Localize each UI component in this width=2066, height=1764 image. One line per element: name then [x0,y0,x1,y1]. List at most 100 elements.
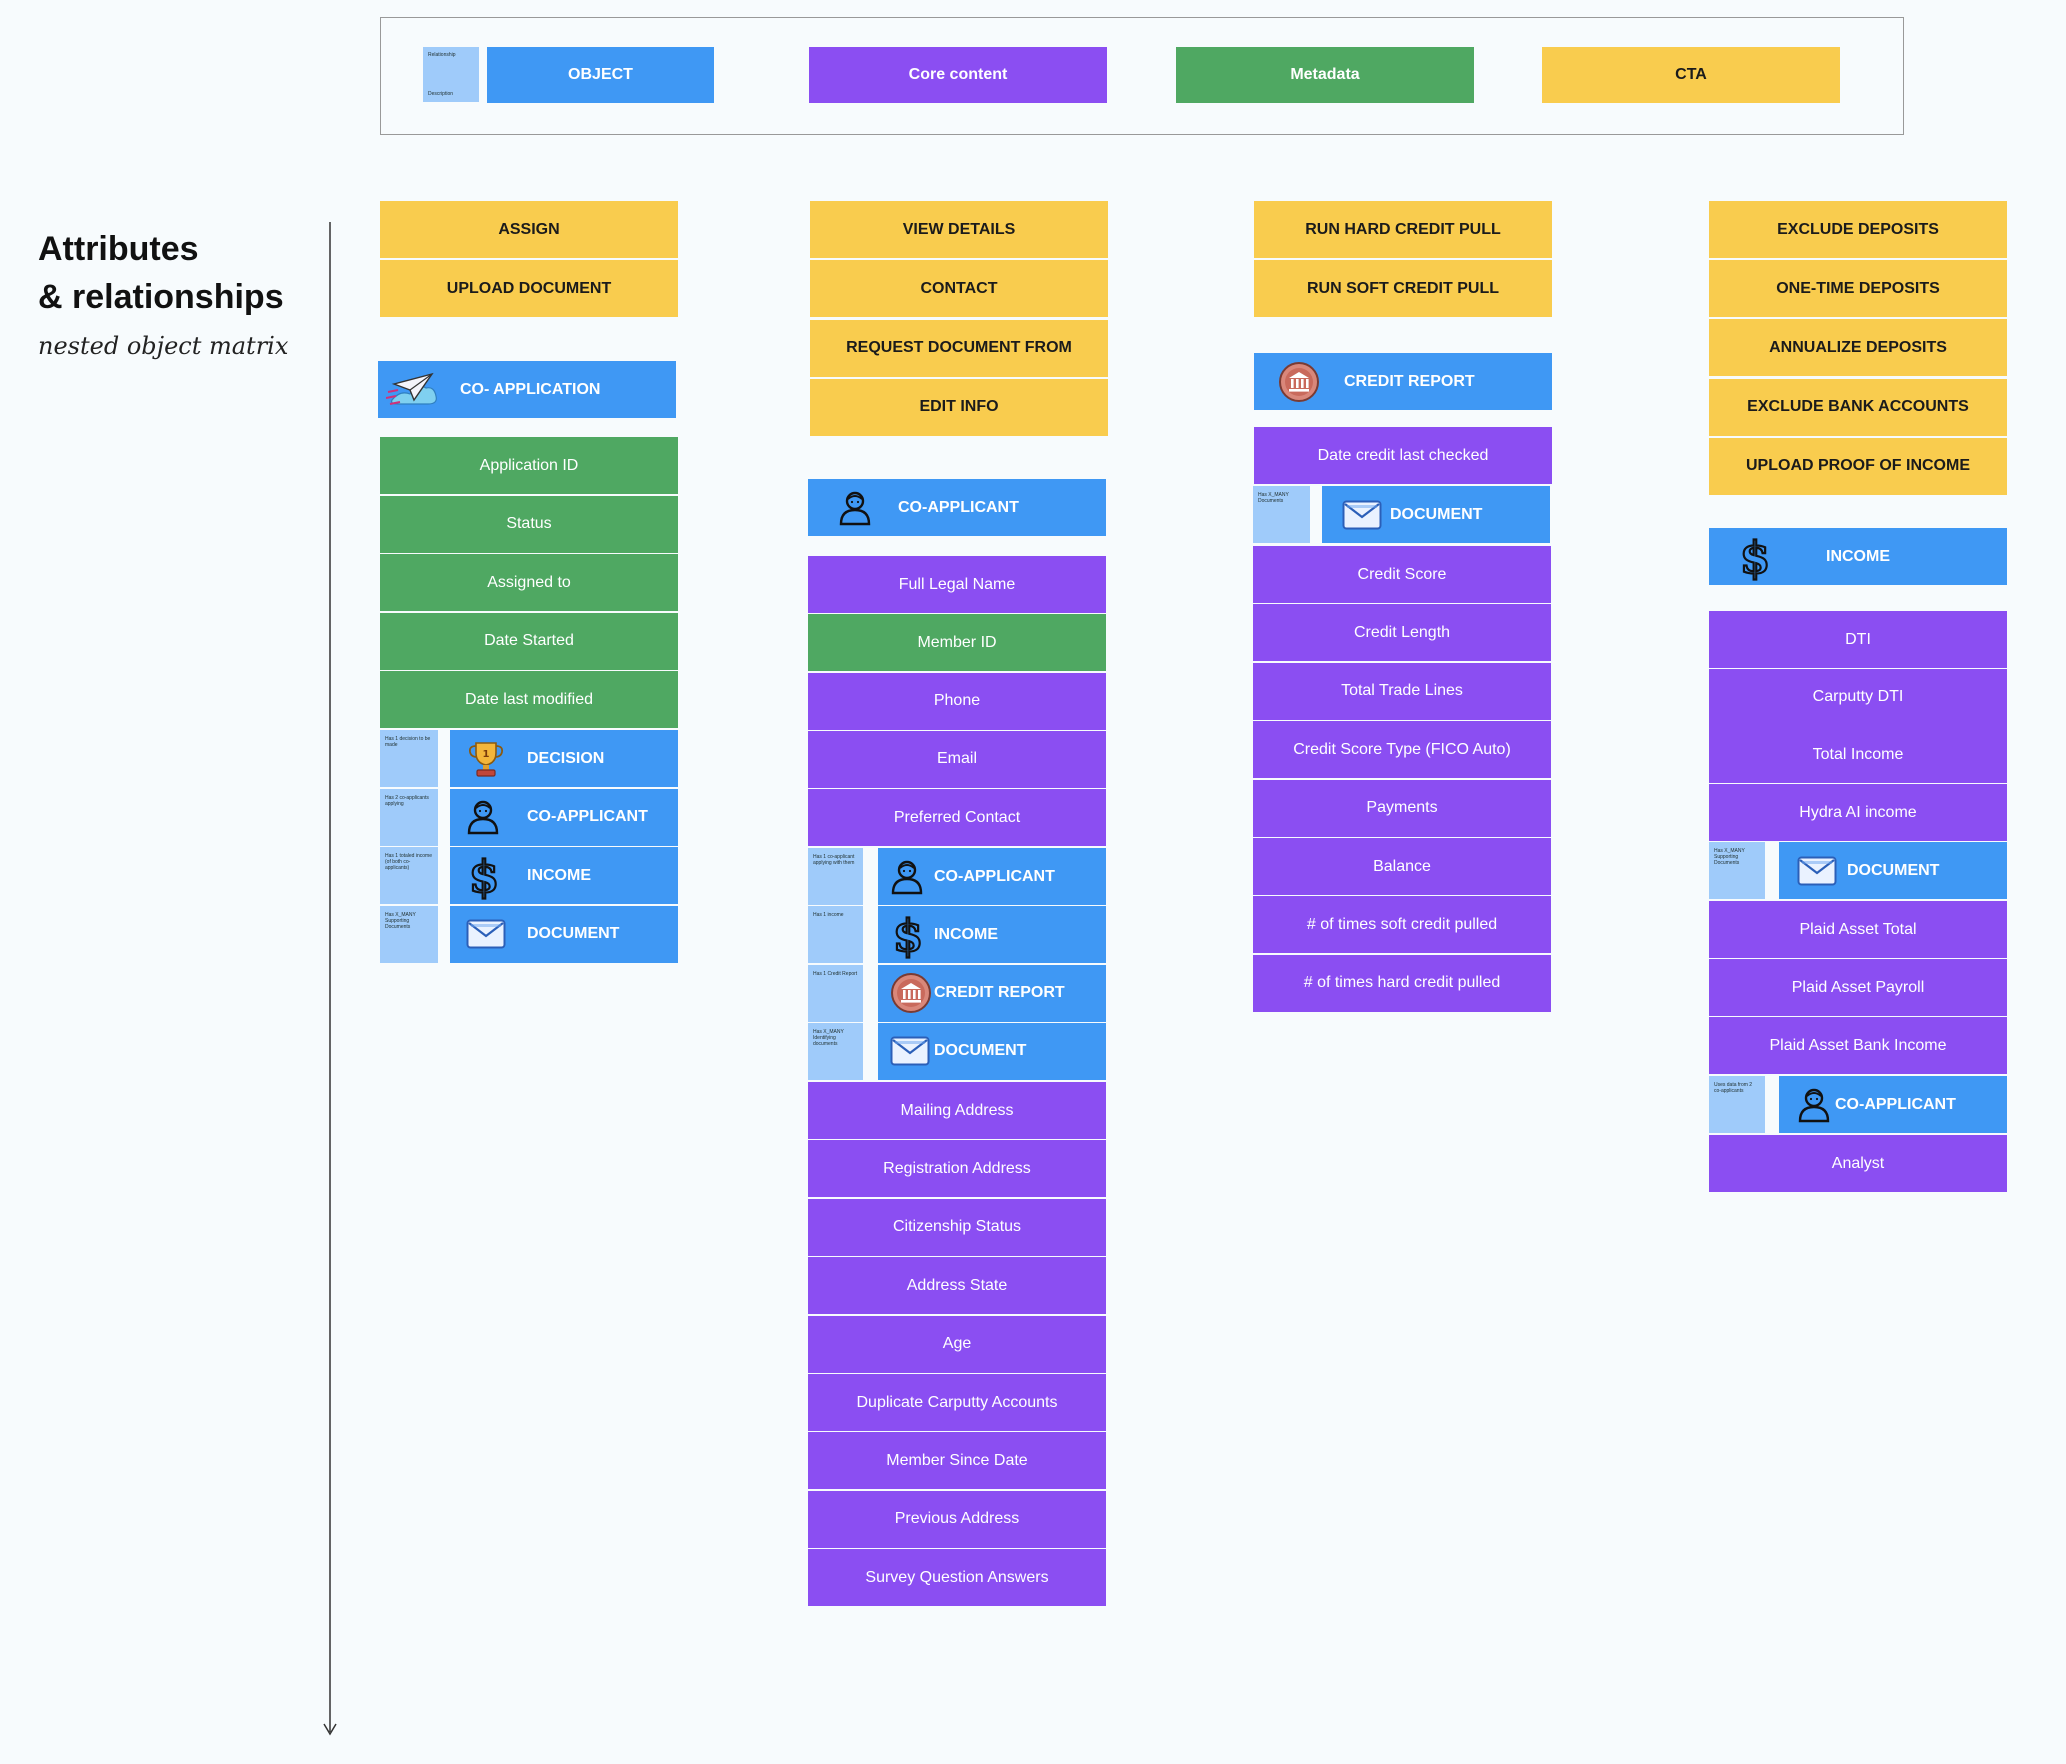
object-header: CO-APPLICANT [1779,1076,2007,1133]
object-header: CREDIT REPORT [1254,353,1552,410]
core-attribute: Mailing Address [808,1082,1106,1139]
core-attribute: Plaid Asset Payroll [1709,959,2007,1016]
cta-button[interactable]: EXCLUDE BANK ACCOUNTS [1709,378,2007,436]
envelope-icon [1342,486,1382,543]
relationship-note: Has X_MANY Supporting Documents [380,905,438,963]
object-header: CO-APPLICANT [450,788,678,846]
legend-core-content: Core content [809,47,1107,103]
relationship-note: Uses data from 2 co-applicants [1709,1076,1765,1133]
object-label: INCOME [934,925,998,943]
core-attribute: Credit Score Type (FICO Auto) [1253,721,1551,779]
object-label: CO-APPLICANT [527,808,648,826]
object-label: DOCUMENT [934,1042,1027,1060]
object-label: DECISION [527,749,605,767]
person-icon [466,789,500,846]
core-attribute: Email [808,730,1106,788]
object-label: CO-APPLICANT [1835,1095,1956,1113]
cta-button[interactable]: EXCLUDE DEPOSITS [1709,201,2007,258]
page-title: Attributes [38,230,199,268]
envelope-icon [466,906,506,963]
core-attribute: Phone [808,672,1106,730]
relationship-note: Has X_MANY Supporting Documents [1709,842,1765,899]
object-label: CO-APPLICANT [934,867,1055,885]
cta-button[interactable]: RUN SOFT CREDIT PULL [1254,260,1552,317]
legend-metadata: Metadata [1176,47,1474,103]
trophy-icon: 1 [466,730,506,787]
vertical-arrow [323,222,337,1736]
relationship-note: Has 1 decision to be made [380,730,438,787]
object-header: DOCUMENT [1779,842,2007,899]
legend-relationship: Relationship Description [423,47,479,102]
bank-icon [890,965,932,1022]
paper-plane-icon [386,361,440,418]
dollar-icon: $ [890,906,926,963]
cta-button[interactable]: ANNUALIZE DEPOSITS [1709,319,2007,377]
relationship-note: Has 1 income [808,906,863,964]
person-icon [890,848,924,905]
object-label: CREDIT REPORT [934,984,1065,1002]
legend-object: OBJECT [487,47,714,103]
core-attribute: Citizenship Status [808,1198,1106,1256]
core-attribute: Full Legal Name [808,556,1106,613]
core-attribute: Credit Length [1253,604,1551,662]
legend-relationship-sub: Description [428,91,454,97]
person-icon [1797,1076,1831,1133]
cta-button[interactable]: REQUEST DOCUMENT FROM [810,319,1108,377]
core-attribute: Duplicate Carputty Accounts [808,1374,1106,1431]
relationship-note: Has 1 totaled income (of both co-applica… [380,847,438,905]
object-header: $ INCOME [878,906,1106,964]
object-header: $ INCOME [1709,528,2007,585]
svg-text:1: 1 [483,749,490,760]
cta-button[interactable]: UPLOAD DOCUMENT [380,260,678,317]
svg-text:$: $ [893,911,924,959]
object-label: CO-APPLICANT [898,498,1019,516]
core-attribute: Address State [808,1257,1106,1315]
cta-button[interactable]: EDIT INFO [810,378,1108,436]
object-header: $INCOME [450,847,678,905]
object-header: DOCUMENT [450,905,678,963]
envelope-icon [890,1023,930,1080]
core-attribute: Date credit last checked [1254,427,1552,484]
relationship-note: Has 2 co-applicants applying [380,788,438,846]
core-attribute: Plaid Asset Total [1709,901,2007,958]
envelope-icon [1797,842,1837,899]
metadata-attribute: Assigned to [380,554,678,611]
legend-cta: CTA [1542,47,1840,103]
dollar-icon: $ [1737,528,1773,585]
cta-button[interactable]: ASSIGN [380,201,678,258]
page-subtitle: nested object matrix [38,332,289,360]
relationship-note: Has X_MANY Documents [1253,486,1310,543]
object-label: INCOME [527,866,591,884]
core-attribute: Age [808,1315,1106,1373]
core-attribute: Plaid Asset Bank Income [1709,1017,2007,1074]
core-attribute: Credit Score [1253,546,1551,603]
core-attribute: Payments [1253,779,1551,837]
cta-button[interactable]: ONE-TIME DEPOSITS [1709,260,2007,318]
core-attribute: Total Trade Lines [1253,662,1551,720]
relationship-note: Has 1 co-applicant applying with them [808,848,863,905]
metadata-attribute: Date Started [380,612,678,670]
object-label: CO- APPLICATION [460,380,601,398]
cta-button[interactable]: CONTACT [810,260,1108,318]
object-header: DOCUMENT [878,1022,1106,1080]
object-label: INCOME [1826,547,1890,565]
object-header: CO- APPLICATION [378,361,676,418]
metadata-attribute: Member ID [808,614,1106,672]
svg-text:$: $ [1740,533,1771,581]
object-header: CO-APPLICANT [808,479,1106,536]
cta-button[interactable]: UPLOAD PROOF OF INCOME [1709,437,2007,495]
legend-relationship-label: Relationship [428,52,456,58]
object-header: 1 DECISION [450,730,678,787]
object-header: CO-APPLICANT [878,848,1106,905]
metadata-attribute: Date last modified [380,671,678,728]
core-attribute: Hydra AI income [1709,784,2007,842]
cta-button[interactable]: RUN HARD CREDIT PULL [1254,201,1552,258]
relationship-note: Has X_MANY Identifying documents [808,1022,863,1080]
core-attribute: Analyst [1709,1135,2007,1192]
core-attribute: Member Since Date [808,1432,1106,1490]
core-attribute: Previous Address [808,1490,1106,1548]
object-label: CREDIT REPORT [1344,372,1475,390]
cta-button[interactable]: VIEW DETAILS [810,201,1108,258]
object-label: DOCUMENT [1847,861,1940,879]
person-icon [838,479,872,536]
